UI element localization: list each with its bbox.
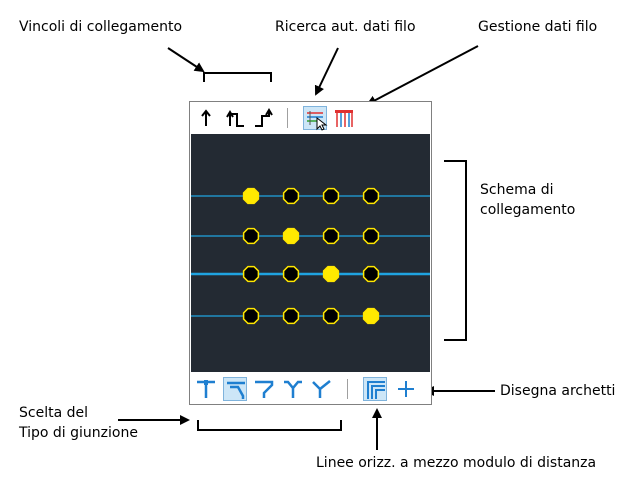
callout-scelta-line1: Scelta del — [19, 405, 88, 421]
toolbar-separator — [287, 108, 288, 128]
wire-data-manager-icon — [335, 110, 353, 127]
connection-node[interactable] — [362, 227, 380, 245]
callout-scelta-line2: Tipo di giunzione — [19, 425, 138, 441]
top-toolbar — [190, 102, 431, 134]
auto-search-wire-data-icon — [307, 111, 328, 131]
schema-bracket — [444, 160, 467, 341]
connection-node-filled[interactable] — [322, 265, 340, 283]
constraint-straight-button[interactable] — [194, 106, 218, 130]
junction-y-button[interactable] — [281, 377, 305, 401]
junction-diagonal-button[interactable] — [310, 377, 334, 401]
junction-y-icon — [284, 380, 302, 398]
constraint-straight-icon — [201, 109, 211, 126]
bottom-toolbar-separator — [347, 379, 348, 399]
scelta-bracket — [197, 420, 342, 431]
junction-corner-right-icon — [255, 380, 274, 398]
callout-schema-line1: Schema di — [480, 182, 554, 198]
constraint-hook-left-button[interactable] — [223, 106, 247, 130]
draw-arcs-icon — [398, 381, 414, 397]
connection-node[interactable] — [322, 187, 340, 205]
auto-search-wire-data-button[interactable] — [303, 106, 328, 131]
constraint-hook-right-button[interactable] — [252, 106, 276, 130]
connection-node[interactable] — [282, 307, 300, 325]
wire-data-manager-button[interactable] — [332, 106, 356, 130]
connection-node[interactable] — [362, 187, 380, 205]
connection-node[interactable] — [282, 265, 300, 283]
connection-node[interactable] — [242, 307, 260, 325]
connection-panel — [189, 101, 432, 405]
connection-schema — [191, 187, 430, 325]
connection-node-filled[interactable] — [282, 227, 300, 245]
junction-corner-left-icon — [227, 381, 245, 399]
junction-corner-right-button[interactable] — [252, 377, 276, 401]
callout-disegna-archetti: Disegna archetti — [500, 383, 616, 399]
connection-node-filled[interactable] — [242, 187, 260, 205]
connection-node[interactable] — [242, 227, 260, 245]
connection-node-filled[interactable] — [362, 307, 380, 325]
connection-node[interactable] — [362, 265, 380, 283]
callout-gestione-dati-filo: Gestione dati filo — [478, 19, 598, 35]
connection-node[interactable] — [322, 227, 340, 245]
junction-t-button[interactable] — [194, 377, 218, 401]
vincoli-arrow — [167, 47, 205, 73]
gestione-arrow — [366, 45, 479, 105]
half-module-lines-icon — [367, 381, 385, 399]
ricerca-arrow — [314, 47, 339, 96]
bottom-toolbar — [190, 373, 431, 404]
callout-vincoli-di-collegamento: Vincoli di collegamento — [19, 19, 183, 35]
callout-linee-orizz: Linee orizz. a mezzo modulo di distanza — [316, 455, 597, 471]
callout-schema-line2: collegamento — [480, 202, 576, 218]
constraint-hook-right-icon — [255, 108, 273, 127]
connection-node[interactable] — [242, 265, 260, 283]
callout-ricerca-aut-dati-filo: Ricerca aut. dati filo — [275, 19, 416, 35]
junction-diagonal-icon — [312, 380, 331, 398]
junction-t-icon — [197, 380, 215, 398]
junction-corner-left-button[interactable] — [223, 377, 247, 401]
constraint-hook-left-icon — [226, 110, 244, 127]
connection-node[interactable] — [322, 307, 340, 325]
connection-schema-canvas[interactable] — [191, 134, 430, 372]
vincoli-bracket — [203, 72, 272, 82]
connection-node[interactable] — [282, 187, 300, 205]
half-module-lines-button[interactable] — [363, 377, 387, 401]
draw-arcs-button[interactable] — [394, 377, 418, 401]
